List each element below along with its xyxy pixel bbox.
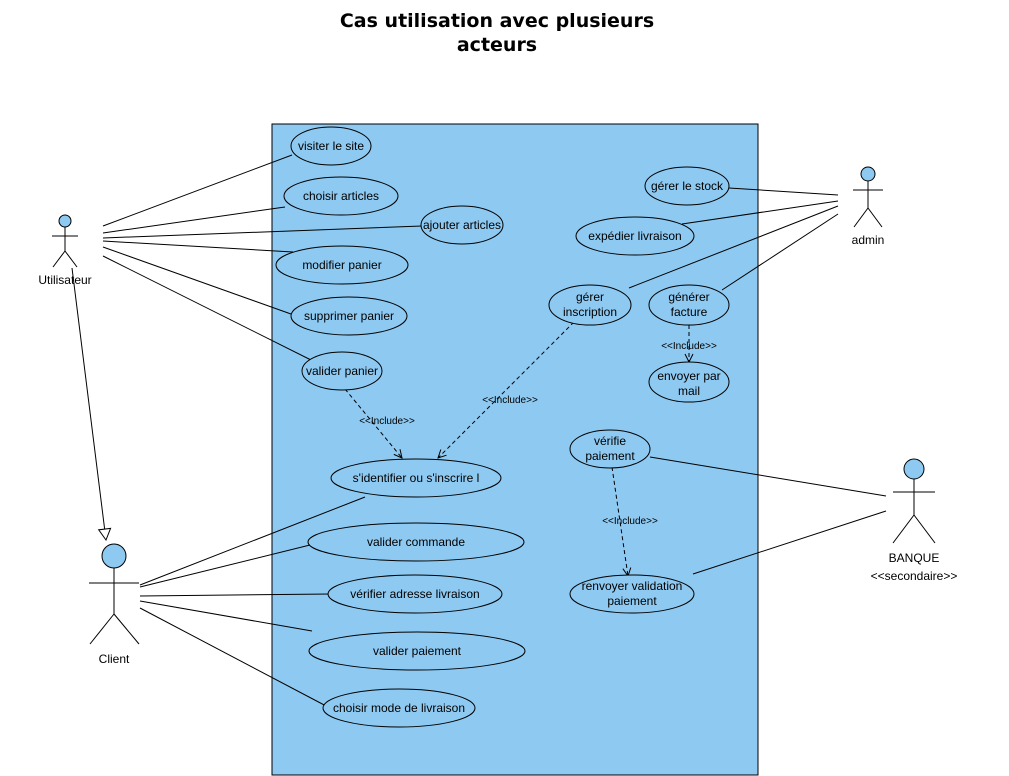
usecase-generer-facture-label-2: facture: [671, 305, 708, 319]
assoc-admin-facture: [721, 213, 839, 291]
usecase-choisir-articles[interactable]: choisir articles: [283, 176, 399, 216]
usecase-choisir-mode-label: choisir mode de livraison: [333, 701, 465, 715]
actor-utilisateur-label: Utilisateur: [38, 273, 91, 287]
generalization-client-utilisateur: [71, 267, 112, 542]
usecase-ajouter-articles-label: ajouter articles: [423, 218, 501, 232]
usecase-verifie-paiement[interactable]: vérifie paiement: [569, 429, 651, 469]
assoc-utilisateur-visiter: [102, 154, 293, 227]
usecase-gerer-stock[interactable]: gérer le stock: [644, 166, 730, 206]
system-boundary: [271, 123, 759, 776]
usecase-renvoyer-validation-label-1: renvoyer validation: [582, 579, 683, 593]
usecase-verifier-adresse[interactable]: vérifier adresse livraison: [327, 574, 503, 614]
assoc-banque-verifie: [649, 456, 887, 497]
actor-utilisateur-head-icon: [58, 214, 72, 228]
include-valider-identifier: [344, 388, 402, 458]
client-associations: [139, 496, 366, 708]
actor-client-head-icon: [101, 543, 127, 569]
admin-associations: [628, 187, 839, 291]
assoc-client-valider-commande: [139, 544, 311, 588]
usecase-gerer-inscription-label-1: gérer: [576, 290, 604, 304]
actor-utilisateur[interactable]: [52, 214, 78, 268]
actor-admin-label: admin: [852, 233, 885, 247]
usecase-supprimer-panier[interactable]: supprimer panier: [290, 296, 408, 336]
assoc-admin-inscription: [628, 205, 839, 289]
usecase-valider-paiement-label: valider paiement: [373, 644, 462, 658]
assoc-client-valider-paiement: [139, 600, 313, 632]
include-label-1: <<Include>>: [359, 416, 415, 427]
include-label-3: <<Include>>: [661, 341, 717, 352]
usecase-valider-commande[interactable]: valider commande: [307, 522, 525, 562]
banque-associations: [649, 456, 887, 575]
usecase-renvoyer-validation-label-2: paiement: [607, 594, 657, 608]
diagram-title-line2: acteurs: [457, 34, 537, 56]
usecase-verifie-paiement-label-1: vérifie: [594, 434, 626, 448]
usecase-valider-commande-label: valider commande: [367, 535, 465, 549]
usecase-gerer-inscription[interactable]: gérer inscription: [548, 284, 632, 326]
usecase-renvoyer-validation[interactable]: renvoyer validation paiement: [569, 574, 695, 614]
usecase-visiter-site-label: visiter le site: [298, 139, 364, 153]
usecase-envoyer-mail-label-1: envoyer par: [657, 369, 720, 383]
usecase-choisir-articles-label: choisir articles: [303, 189, 379, 203]
actor-admin-head-icon: [860, 166, 876, 182]
actor-banque-stereotype: <<secondaire>>: [871, 569, 958, 583]
usecase-valider-panier-label: valider panier: [306, 364, 378, 378]
assoc-utilisateur-choisir: [102, 206, 286, 234]
assoc-banque-renvoyer: [692, 510, 887, 575]
actor-banque-head-icon: [903, 458, 925, 480]
usecase-gerer-inscription-label-2: inscription: [563, 305, 617, 319]
usecase-supprimer-panier-label: supprimer panier: [304, 309, 394, 323]
usecase-expedier-label: expédier livraison: [588, 229, 681, 243]
usecase-modifier-panier[interactable]: modifier panier: [275, 245, 409, 285]
usecase-modifier-panier-label: modifier panier: [302, 258, 381, 272]
usecase-valider-paiement[interactable]: valider paiement: [308, 631, 526, 671]
assoc-utilisateur-ajouter: [102, 225, 423, 239]
include-dependencies: [344, 321, 689, 576]
diagram-title-line1: Cas utilisation avec plusieurs: [340, 10, 654, 32]
usecase-generer-facture-label-1: générer: [668, 290, 709, 304]
assoc-admin-stock: [728, 187, 839, 196]
usecase-identifier-label: s'identifier ou s'inscrire l: [353, 471, 480, 485]
actor-banque-label: BANQUE: [889, 551, 940, 565]
usecase-valider-panier[interactable]: valider panier: [301, 351, 383, 391]
include-label-4: <<Include>>: [602, 516, 658, 527]
usecase-ajouter-articles[interactable]: ajouter articles: [420, 205, 504, 245]
assoc-client-identifier: [139, 496, 366, 586]
actor-admin[interactable]: [853, 166, 883, 228]
assoc-client-choisir-mode: [139, 607, 329, 708]
utilisateur-associations: [102, 154, 423, 365]
assoc-utilisateur-supprimer: [102, 246, 292, 315]
actor-client[interactable]: [89, 543, 140, 645]
assoc-utilisateur-valider-panier: [102, 255, 320, 365]
assoc-admin-expedier: [681, 200, 839, 225]
usecase-choisir-mode[interactable]: choisir mode de livraison: [322, 688, 476, 728]
usecase-envoyer-mail[interactable]: envoyer par mail: [648, 361, 730, 403]
include-verifie-renvoyer: [611, 466, 628, 576]
actor-client-label: Client: [99, 652, 130, 666]
usecase-verifier-adresse-label: vérifier adresse livraison: [350, 587, 479, 601]
usecase-generer-facture[interactable]: générer facture: [648, 284, 730, 326]
assoc-utilisateur-modifier: [102, 240, 294, 253]
actor-banque[interactable]: [892, 458, 936, 544]
include-label-2: <<Include>>: [482, 395, 538, 406]
usecase-visiter-site[interactable]: visiter le site: [290, 126, 372, 166]
usecase-verifie-paiement-label-2: paiement: [585, 449, 635, 463]
assoc-client-verifier-adresse: [139, 593, 332, 597]
usecase-envoyer-mail-label-2: mail: [678, 384, 700, 398]
usecase-identifier[interactable]: s'identifier ou s'inscrire l: [330, 458, 502, 498]
usecase-gerer-stock-label: gérer le stock: [651, 179, 724, 193]
usecase-expedier[interactable]: expédier livraison: [575, 216, 695, 256]
